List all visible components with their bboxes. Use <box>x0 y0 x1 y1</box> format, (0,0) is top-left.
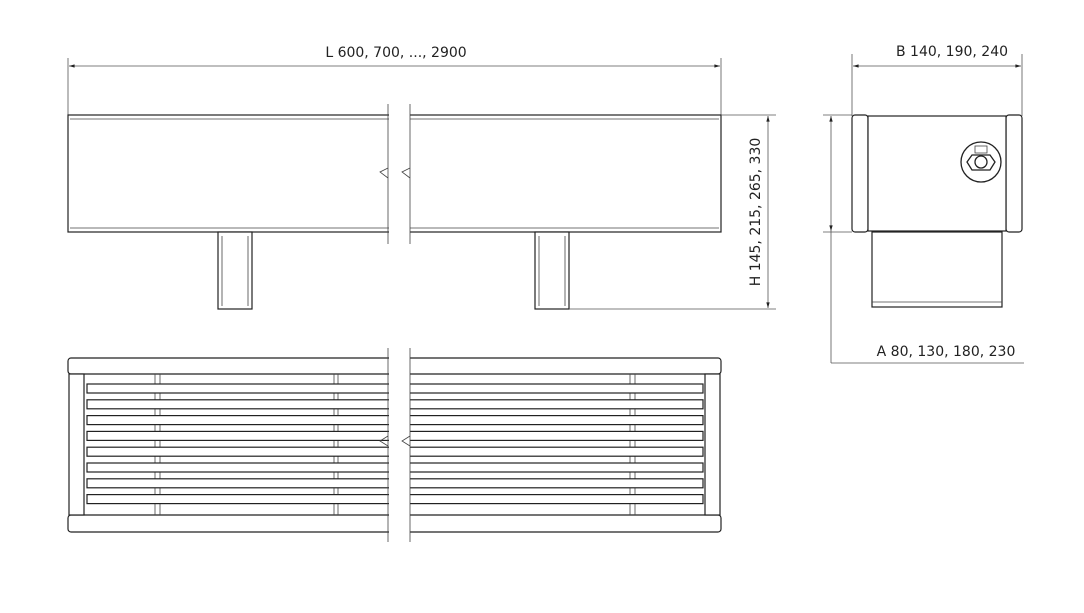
left-grille-cap <box>68 373 85 516</box>
convector-body-side <box>867 115 1007 232</box>
valve-connection-icon <box>960 141 1002 183</box>
height-label: H 145, 215, 265, 330 <box>748 138 764 287</box>
right-grille-cap <box>704 373 721 516</box>
depth-label: A 80, 130, 180, 230 <box>877 344 1016 360</box>
front-view: L 600, 700, ..., 2900 H 145, 215, 265, 3… <box>67 45 776 310</box>
width-label: B 140, 190, 240 <box>896 44 1008 60</box>
left-foot <box>217 231 253 310</box>
top-view <box>67 345 722 545</box>
left-end-cap <box>851 114 869 233</box>
right-foot <box>534 231 570 310</box>
break-gap <box>389 100 410 250</box>
side-view: B 140, 190, 240 A 80, 130, 180, 230 <box>823 44 1024 364</box>
side-foot <box>871 231 1003 308</box>
right-end-cap <box>1005 114 1023 233</box>
length-label: L 600, 700, ..., 2900 <box>325 45 466 61</box>
